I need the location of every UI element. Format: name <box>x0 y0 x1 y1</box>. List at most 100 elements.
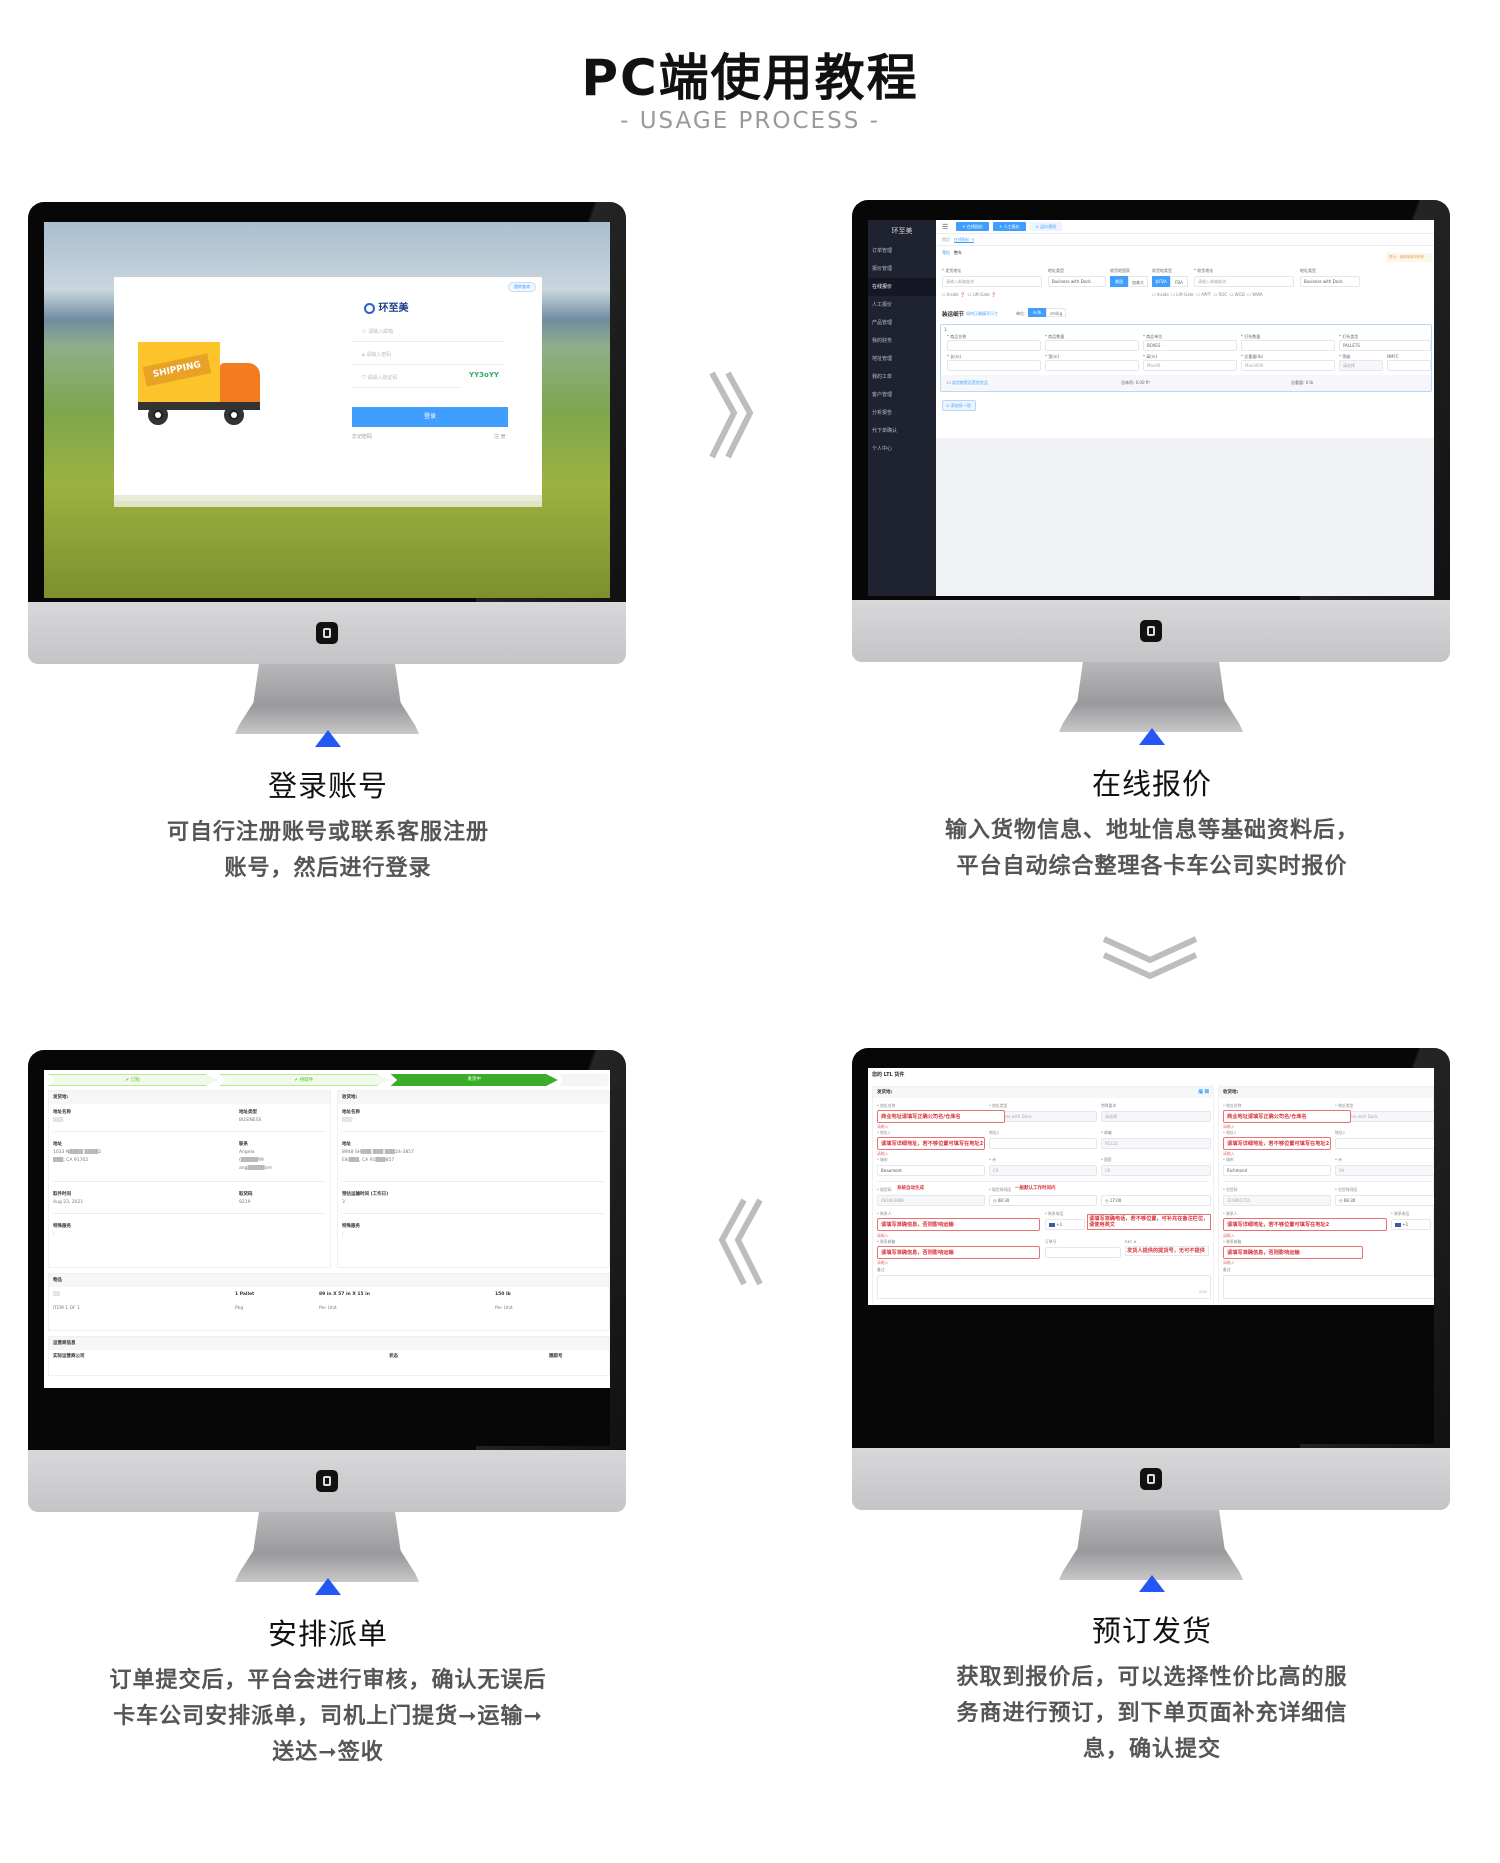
pickup-code-input[interactable]: 483463886 <box>877 1195 985 1206</box>
address-name-input[interactable]: 商业地址请填写正确公司名/仓库名 <box>877 1110 1005 1123</box>
login-button[interactable]: 登录 <box>352 407 508 427</box>
sidebar-item-tickets[interactable]: 我的工单 <box>872 374 893 380</box>
address1-input[interactable]: 请填写详细地址，若不够位置可填写在地址2 <box>1223 1137 1331 1150</box>
option-liftgate: Lift-Gate <box>1176 292 1194 297</box>
size-help-link[interactable]: 如何正确填写尺寸 <box>966 311 998 316</box>
city-input[interactable]: Richmond <box>1223 1165 1331 1176</box>
order-number-input[interactable] <box>1045 1247 1121 1258</box>
country-ca-toggle[interactable]: 加拿大 <box>1128 276 1148 287</box>
sidebar-item-products[interactable]: 产品管理 <box>872 320 893 326</box>
height-input[interactable]: Max96 <box>1143 360 1237 371</box>
sidebar-item-quotes[interactable]: 报价管理 <box>872 266 893 272</box>
time-to-input[interactable]: ◷ 17:00 <box>1101 1195 1211 1206</box>
origin-input[interactable]: 请输入邮编查询 <box>942 276 1042 287</box>
phone-input[interactable]: 请填写准确电话，若不够位置，可补充在备注栏位，请使用英文 <box>1087 1214 1211 1230</box>
add-item-button[interactable]: ⊙ 添加另一项 <box>942 400 976 411</box>
edit-link[interactable]: 编 辑 <box>1198 1090 1209 1095</box>
special-requirements-select[interactable]: 请选择 <box>1101 1111 1211 1122</box>
sidebar-item-online-quote[interactable]: 在线报价 <box>868 278 936 296</box>
nmfc-input[interactable] <box>1387 360 1431 371</box>
contact-input[interactable]: 请填写详细地址，若不够位置可填写在地址2 <box>1223 1218 1387 1231</box>
sidebar-item-finance[interactable]: 我的财务 <box>872 338 893 344</box>
password-input[interactable]: 🔒︎ 请输入密码 <box>352 345 505 365</box>
email-input[interactable]: 请填写准确信息，否则影响运输 <box>877 1246 1040 1259</box>
address-name-input[interactable]: 商业地址请填写正确公司名/仓库名 <box>1223 1110 1351 1123</box>
unit-cmkg-toggle[interactable]: cm/kg <box>1046 308 1066 317</box>
sidebar-item-manual-quote[interactable]: 人工报价 <box>872 302 893 308</box>
track-query-button[interactable]: 跟踪查询 <box>508 282 536 292</box>
tab-ftl[interactable]: 整车 <box>953 250 962 255</box>
pallet-type-select[interactable]: PALLETS <box>1339 340 1431 351</box>
sidebar-item-reports[interactable]: 分析报告 <box>872 410 893 416</box>
address-type-select[interactable]: Business with Dock <box>989 1111 1097 1122</box>
menu-icon[interactable]: ☰ <box>942 222 949 231</box>
monitor-login: 跟踪查询 SAFETY SHIPPING 环至美 ⚇ 请输入邮箱 🔒︎ 请输入密… <box>28 202 626 734</box>
checkbox[interactable]: ☐ <box>1196 292 1200 297</box>
item-qty-input[interactable] <box>1045 340 1139 351</box>
contact-input[interactable]: 请填写准确信息，否则影响运输 <box>877 1218 1040 1231</box>
phone-country-select[interactable]: +1 <box>1391 1219 1431 1230</box>
checkbox[interactable]: ☐ <box>1229 292 1234 297</box>
country-input[interactable]: US <box>1101 1165 1211 1176</box>
dest-input[interactable]: 请输入邮编查询 <box>1194 276 1294 287</box>
country-us-toggle[interactable]: 美国 <box>1110 276 1128 287</box>
required-hint: 请输入 <box>1223 1151 1235 1156</box>
camera-icon <box>316 1470 338 1492</box>
sidebar-item-orders[interactable]: 订单管理 <box>872 248 893 254</box>
email-input[interactable]: 请填写准确信息，否则影响运输 <box>1223 1246 1363 1259</box>
time-from-input[interactable]: ◷ 08:30 <box>989 1195 1097 1206</box>
state-input[interactable]: CA <box>989 1165 1097 1176</box>
unit-inlb-toggle[interactable]: in/lb <box>1028 308 1046 317</box>
width-input[interactable] <box>1045 360 1139 371</box>
sidebar-item-addresses[interactable]: 地址管理 <box>872 356 893 362</box>
email-input[interactable]: ⚇ 请输入邮箱 <box>352 322 505 342</box>
desc-line: 平台自动综合整理各卡车公司实时报价 <box>956 854 1348 879</box>
non-fba-toggle[interactable]: 非FBA <box>1152 276 1170 287</box>
item-name-input[interactable] <box>947 340 1041 351</box>
state-input[interactable]: VA <box>1335 1165 1434 1176</box>
origin-addr-type-select[interactable]: Business with Dock <box>1048 276 1106 287</box>
time-from-input[interactable]: ◷ 08:30 <box>1335 1195 1434 1206</box>
tab-ltl[interactable]: 零担 <box>942 250 950 255</box>
checkbox[interactable]: ☐ <box>967 292 973 297</box>
forgot-password-link[interactable]: 忘记密码 <box>352 434 373 440</box>
checkbox[interactable]: ☐ <box>1213 292 1218 297</box>
checkbox[interactable]: ☐ <box>1247 292 1251 297</box>
tab-online-quote[interactable]: 在线报价 × <box>953 237 975 243</box>
notes-textarea[interactable]: 0/30 <box>877 1275 1211 1299</box>
checkbox[interactable]: ☐ <box>1171 292 1175 297</box>
sidebar-item-proxy-orders[interactable]: 代下单确认 <box>872 428 898 434</box>
ref-input[interactable]: 发货人提供的提货号，无可不提供 <box>1125 1246 1209 1256</box>
delivery-code-input[interactable]: 316961714 <box>1223 1195 1331 1206</box>
dest-addr-type-select[interactable]: Business with Dock <box>1300 276 1360 287</box>
online-quote-button[interactable]: + 在线报价 <box>956 222 989 231</box>
checkbox[interactable]: ☐ <box>947 380 952 385</box>
pallet-qty-input[interactable] <box>1241 340 1335 351</box>
length-input[interactable] <box>947 360 1041 371</box>
sidebar-item-profile[interactable]: 个人中心 <box>872 446 893 452</box>
register-link[interactable]: 注 册 <box>494 434 506 440</box>
field-label: * 等级 <box>1339 354 1351 359</box>
item-unit-select[interactable]: BOXES <box>1143 340 1237 351</box>
clock-icon: ◷ <box>1339 1198 1344 1203</box>
class-select[interactable]: 请选择 <box>1339 360 1383 371</box>
checkbox[interactable]: ☐ <box>1152 292 1156 297</box>
checkbox[interactable]: ☐ <box>942 292 947 297</box>
weight-input[interactable]: Max3000 <box>1241 360 1335 371</box>
fba-toggle[interactable]: FBA <box>1170 276 1188 287</box>
breadcrumb-home[interactable]: 首页 <box>942 237 950 242</box>
sidebar-item-customers[interactable]: 客户管理 <box>872 392 893 398</box>
status-steps: ✔ 订购 ✔ 待取件 发货中 <box>48 1074 610 1086</box>
captcha-image[interactable]: YY3oYY <box>469 371 499 379</box>
rate-rules-button[interactable]: ⊙ 运价规则 <box>1029 222 1063 231</box>
notes-textarea[interactable] <box>1223 1275 1434 1299</box>
captcha-input[interactable]: ⛉ 请输入验证码 <box>352 368 462 388</box>
panel-heading: 发货地: <box>49 1091 330 1104</box>
address2-input[interactable] <box>989 1138 1097 1149</box>
phone-country-select[interactable]: +1 <box>1045 1219 1085 1230</box>
manual-quote-button[interactable]: + 人工报价 <box>992 222 1026 231</box>
city-input[interactable]: Beaumont <box>877 1165 985 1176</box>
address1-input[interactable]: 请填写详细地址，若不够位置可填写在地址2 <box>877 1137 985 1150</box>
address2-input[interactable] <box>1335 1138 1434 1149</box>
zip-input[interactable]: 92223 <box>1101 1138 1211 1149</box>
